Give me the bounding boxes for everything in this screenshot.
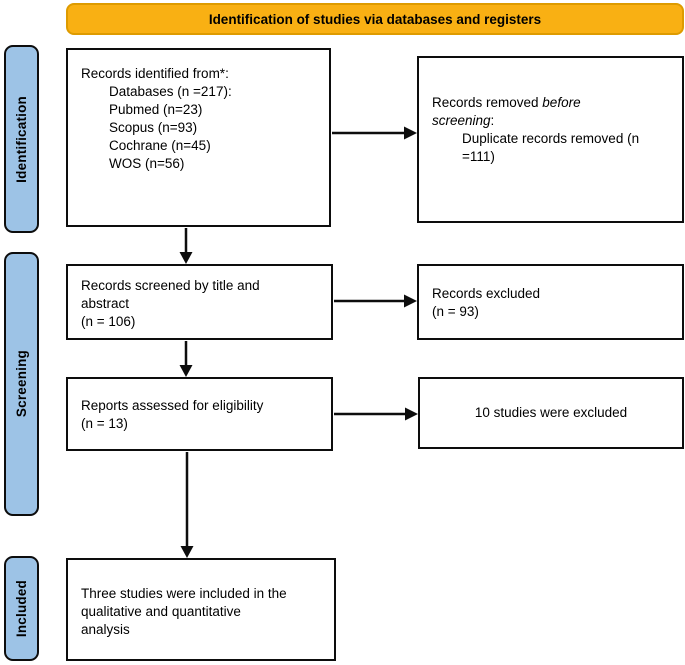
box-studies-excluded: 10 studies were excluded <box>418 377 684 449</box>
studies-excluded-text: 10 studies were excluded <box>474 405 628 420</box>
records-screened-text: Records screened by title and abstract <box>81 278 260 311</box>
records-removed-prefix: Records removed <box>432 95 543 110</box>
box-records-identified: Records identified from*: Databases (n =… <box>66 48 331 227</box>
records-identified-cochrane: Cochrane (n=45) <box>109 138 211 153</box>
box-records-removed: Records removed before screening: Duplic… <box>417 56 684 223</box>
records-removed-title: Records removed before screening: <box>432 94 644 130</box>
records-identified-pubmed: Pubmed (n=23) <box>109 102 203 117</box>
arrow-screened-to-assessed <box>179 341 193 377</box>
stage-label-included: Included <box>4 556 39 661</box>
reports-assessed-count: (n = 13) <box>81 416 128 431</box>
arrow-screened-to-excluded <box>334 294 417 308</box>
records-identified-databases: Databases (n =217): <box>109 84 232 99</box>
studies-included-text: Three studies were included in the quali… <box>81 586 287 637</box>
arrow-identified-to-removed <box>332 126 417 140</box>
stage-label-identification-text: Identification <box>14 95 29 183</box>
records-excluded-text: Records excluded <box>432 286 541 301</box>
arrow-identified-to-screened <box>179 228 193 264</box>
box-records-excluded: Records excluded (n = 93) <box>417 264 684 340</box>
records-excluded-count: (n = 93) <box>432 304 479 319</box>
stage-label-screening-text: Screening <box>14 350 29 418</box>
box-studies-included: Three studies were included in the quali… <box>66 558 336 661</box>
stage-label-screening: Screening <box>4 252 39 516</box>
arrow-assessed-to-included <box>180 452 194 558</box>
banner-title-text: Identification of studies via databases … <box>208 11 542 27</box>
records-identified-title: Records identified from*: <box>81 66 229 81</box>
banner-title: Identification of studies via databases … <box>66 3 684 35</box>
records-screened-count: (n = 106) <box>81 314 136 329</box>
stage-label-included-text: Included <box>14 579 29 638</box>
records-removed-suffix: : <box>490 113 495 128</box>
reports-assessed-text: Reports assessed for eligibility <box>81 398 264 413</box>
stage-label-identification: Identification <box>4 45 39 233</box>
records-removed-emphasis: before screening <box>432 95 581 128</box>
arrow-assessed-to-studies-excluded <box>334 407 418 421</box>
box-records-screened: Records screened by title and abstract (… <box>66 264 333 340</box>
box-reports-assessed: Reports assessed for eligibility (n = 13… <box>66 377 333 451</box>
records-identified-wos: WOS (n=56) <box>109 156 185 171</box>
records-removed-duplicates: Duplicate records removed (n =111) <box>462 131 640 164</box>
records-identified-scopus: Scopus (n=93) <box>109 120 198 135</box>
